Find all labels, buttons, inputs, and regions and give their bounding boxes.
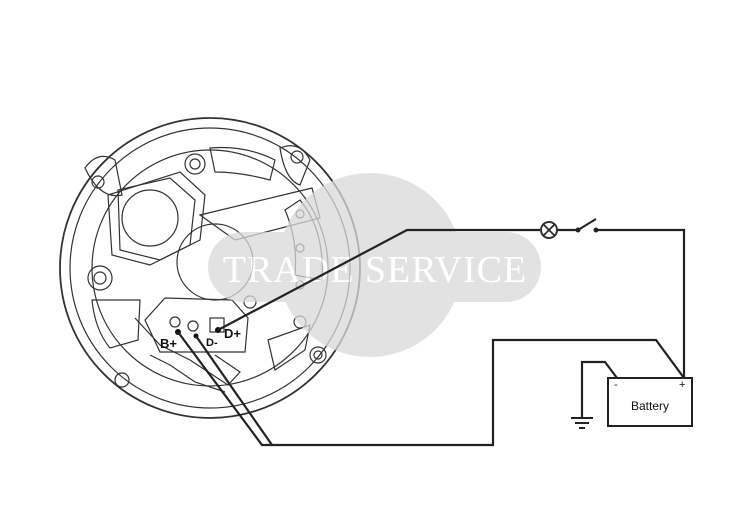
battery: Battery - + [607,377,693,427]
battery-minus-label: - [614,379,618,391]
mounting-lug-left [87,265,113,291]
mounting-lug-bottom-left [114,372,130,388]
wire-b-plus-b [195,335,273,446]
battery-label: Battery [631,399,669,413]
battery-plus-label: + [679,379,685,391]
watermark-band [208,232,541,302]
terminal-d-plus-label: D+ [224,326,241,341]
terminal-block [134,297,249,393]
terminal-b-plus-screw [169,316,181,328]
watermark-text: TRADE SERVICE [223,249,527,291]
wire-switch-to-battery-plus [596,228,686,378]
mounting-lug-top [184,153,206,175]
ground-icon [571,417,593,429]
warning-lamp [540,221,558,239]
cutout-top [209,146,276,181]
mounting-lug-top-left [84,155,123,197]
watermark: TRADE SERVICE [208,173,541,357]
terminal-d-minus-label: D- [206,337,218,349]
wire-b-plus-a [177,331,685,447]
mounting-lug-right [309,346,327,364]
battery-box [607,377,693,427]
cutout-left-upper [107,171,206,266]
cutout-bottom-right [267,324,311,371]
terminal-b-plus-label: B+ [160,336,177,351]
bearing-hole [121,189,179,247]
bearing-boss [117,177,196,261]
wire-battery-minus-to-ground [580,360,618,418]
terminal-d-minus-screw [187,320,199,332]
cutout-bottom-left [91,299,141,349]
ignition-switch [575,218,599,233]
wire-d-plus-to-lamp [217,228,540,331]
mounting-lug-top-right [279,145,311,186]
